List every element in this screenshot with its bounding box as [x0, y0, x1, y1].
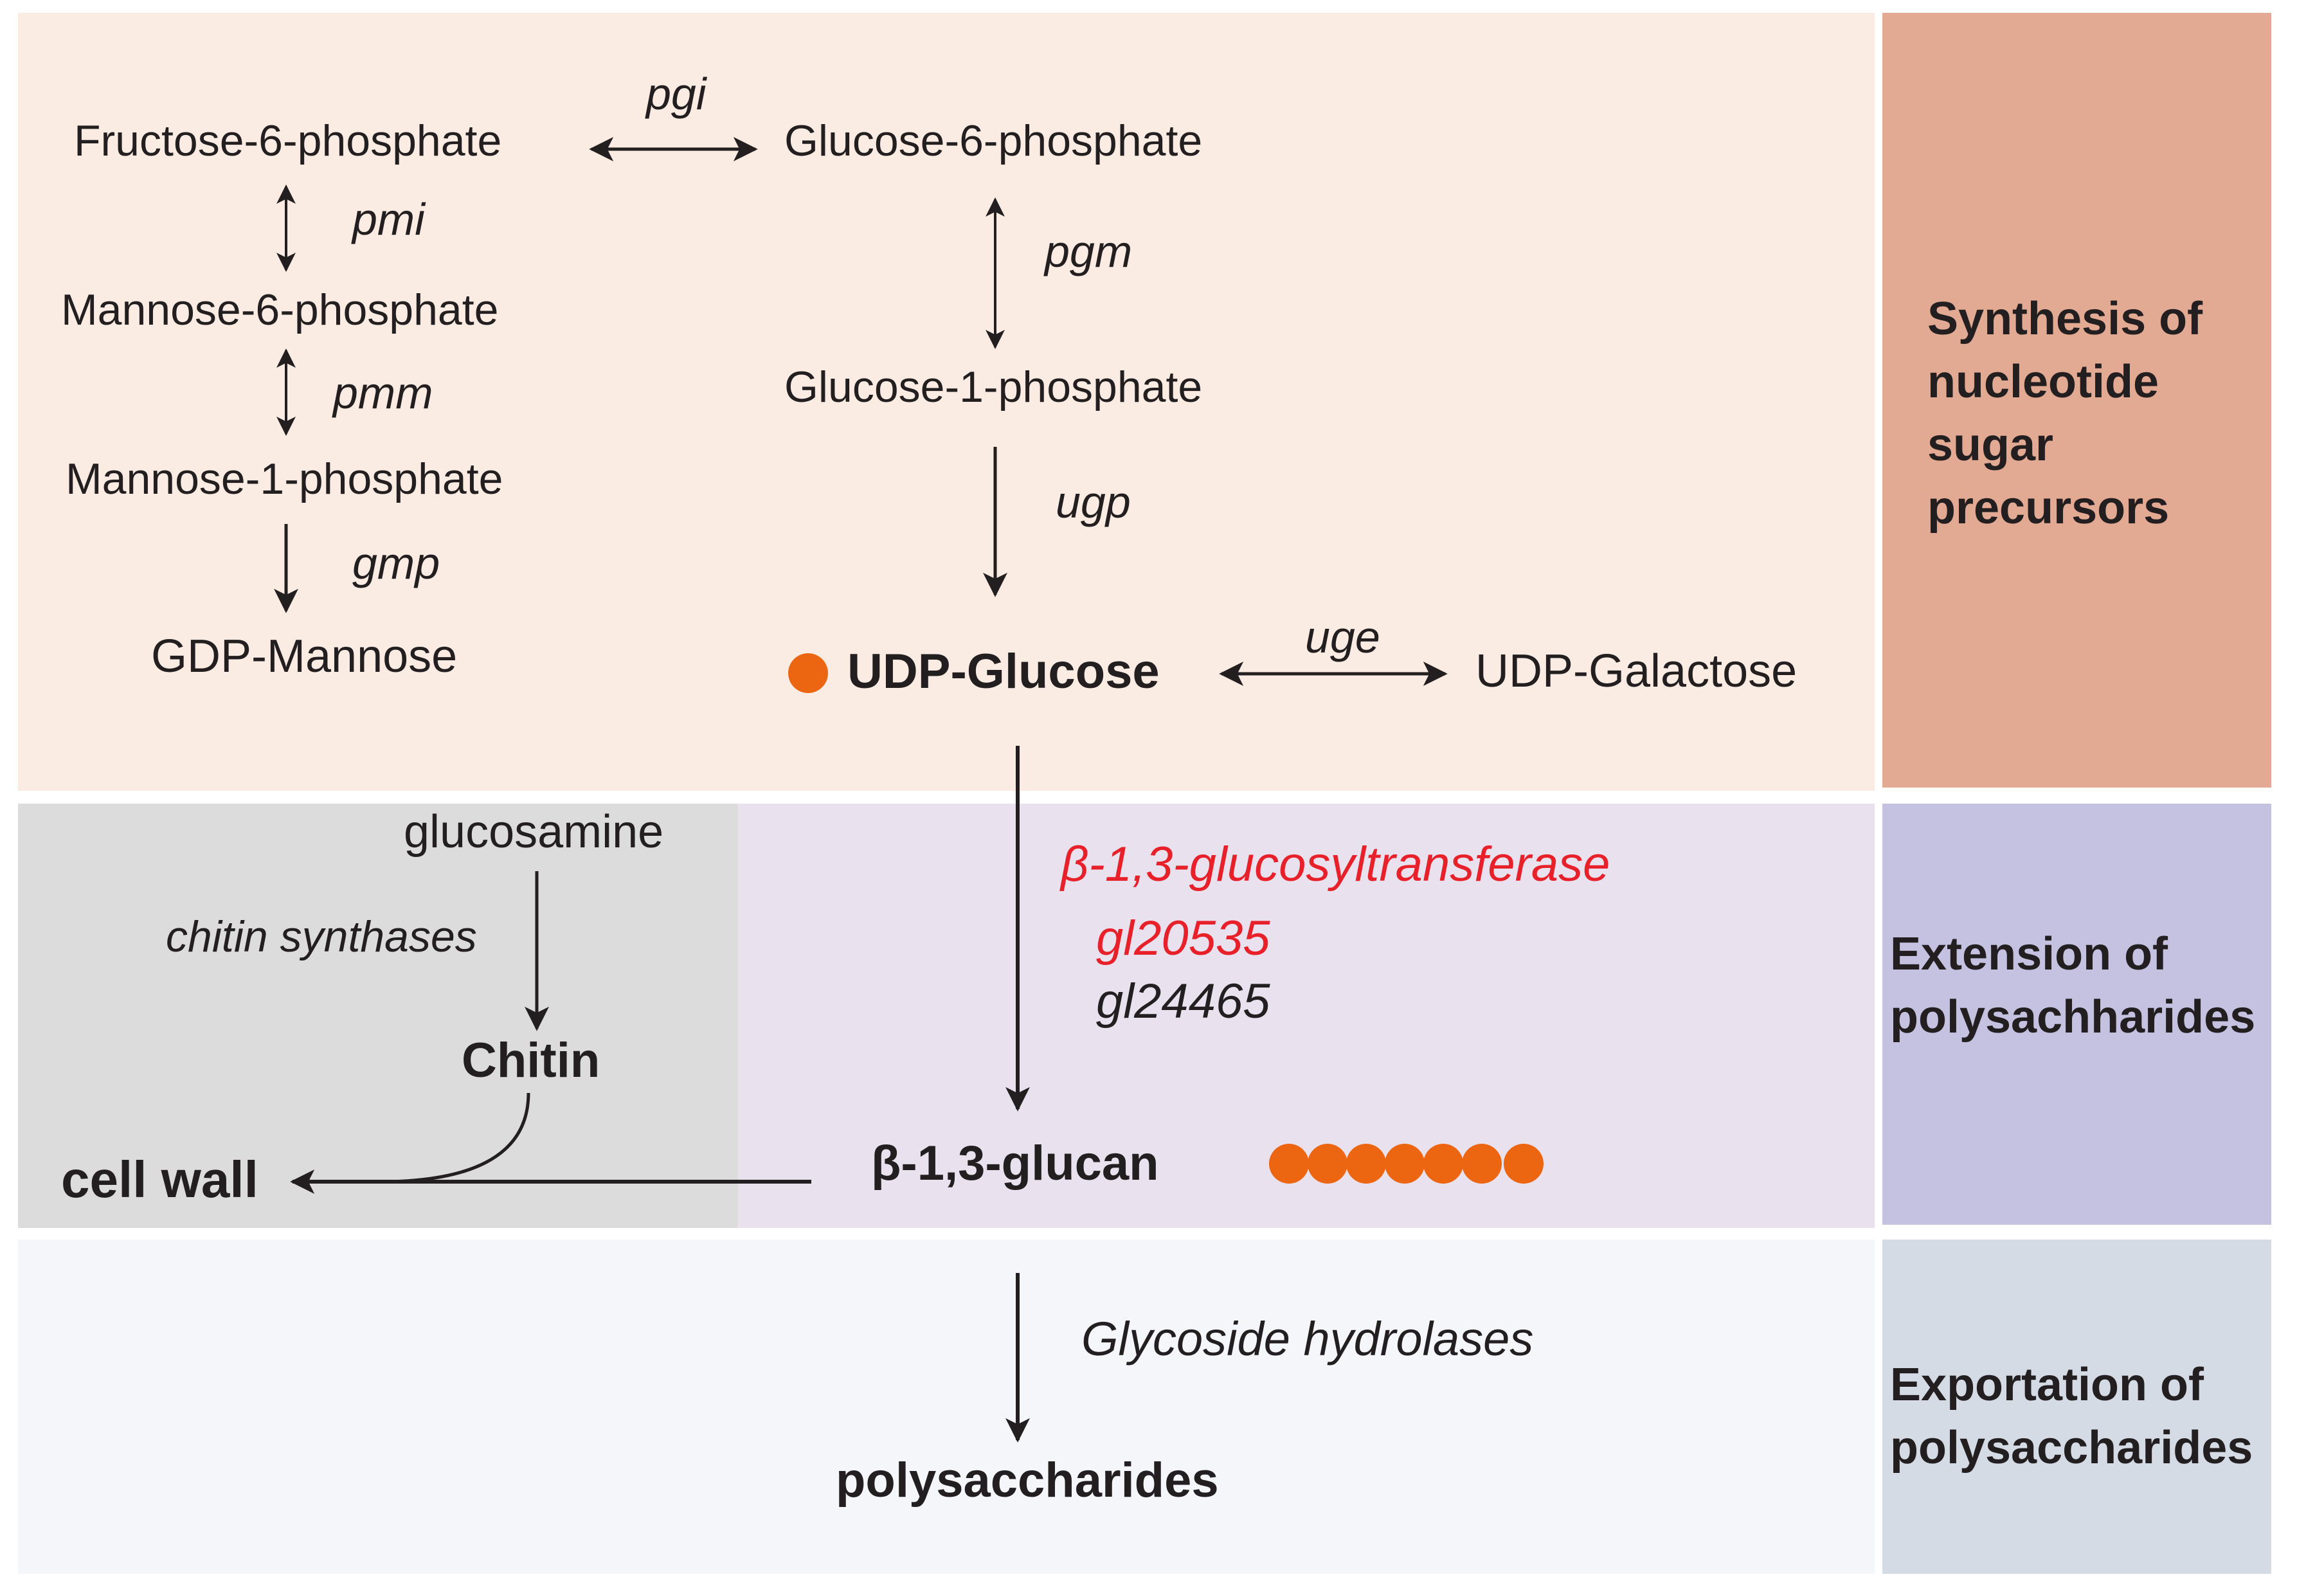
synthesis-panel: [18, 13, 1875, 791]
enzyme-ugp: ugp: [1056, 477, 1131, 527]
enzyme-pmi: pmi: [351, 194, 426, 244]
glucan-chain-icon: [1269, 1144, 1544, 1184]
gene-gl24465: gl24465: [1096, 974, 1270, 1029]
glucose-unit-icon: [1462, 1144, 1502, 1184]
node-glucose-6-phosphate: Glucose-6-phosphate: [784, 116, 1202, 165]
enzyme-pgm: pgm: [1043, 226, 1132, 276]
enzyme-gmp: gmp: [352, 538, 440, 588]
node-gdp-mannose: GDP-Mannose: [151, 631, 457, 682]
glucose-unit-icon: [1308, 1144, 1347, 1184]
synthesis-label-line: nucleotide: [1927, 356, 2159, 408]
node-udp-glucose: UDP-Glucose: [847, 644, 1160, 699]
exportation-panel: [18, 1240, 1875, 1574]
exportation-label-box: [1882, 1240, 2271, 1574]
node-chitin: Chitin: [462, 1033, 600, 1088]
extension-label-line: Extension of: [1890, 928, 2168, 980]
exportation-label: Exportation of polysaccharides: [1890, 1359, 2253, 1474]
glucose-unit-icon: [1269, 1144, 1309, 1184]
exportation-label-line: Exportation of: [1890, 1359, 2204, 1411]
glucose-unit-icon: [1504, 1144, 1544, 1184]
synthesis-label: Synthesis of nucleotide sugar precursors: [1927, 293, 2215, 534]
node-mannose-1-phosphate: Mannose-1-phosphate: [66, 455, 503, 503]
glucose-unit-icon: [1423, 1144, 1463, 1184]
node-udp-galactose: UDP-Galactose: [1475, 645, 1797, 697]
enzyme-glucosyltransferase: β-1,3-glucosyltransferase: [1059, 837, 1610, 892]
synthesis-label-box: [1882, 13, 2271, 788]
node-cell-wall: cell wall: [61, 1151, 258, 1208]
gene-gl20535: gl20535: [1096, 911, 1270, 966]
node-mannose-6-phosphate: Mannose-6-phosphate: [61, 285, 498, 334]
enzyme-pmm: pmm: [332, 368, 433, 418]
synthesis-label-line: precursors: [1927, 482, 2169, 534]
glucose-unit-icon: [1346, 1144, 1386, 1184]
synthesis-label-line: Synthesis of: [1927, 293, 2203, 345]
node-beta-glucan: β-1,3-glucan: [871, 1136, 1159, 1191]
extension-label: Extension of polysachharides: [1890, 928, 2255, 1043]
extension-label-box: [1882, 804, 2271, 1225]
node-glucosamine: glucosamine: [404, 806, 663, 858]
node-polysaccharides: polysaccharides: [836, 1453, 1219, 1508]
extension-label-line: polysachharides: [1890, 991, 2255, 1043]
node-fructose-6-phosphate: Fructose-6-phosphate: [74, 116, 501, 165]
enzyme-pgi: pgi: [645, 69, 708, 119]
enzyme-glycoside-hydrolases: Glycoside hydrolases: [1081, 1312, 1533, 1366]
exportation-label-line: polysaccharides: [1890, 1422, 2253, 1474]
synthesis-label-line: sugar: [1927, 419, 2053, 471]
enzyme-uge: uge: [1305, 612, 1380, 662]
node-glucose-1-phosphate: Glucose-1-phosphate: [784, 363, 1202, 411]
udp-glucose-marker-icon: [788, 653, 828, 693]
chitin-panel: [18, 804, 738, 1228]
enzyme-chitin-synthases: chitin synthases: [166, 912, 477, 961]
glucose-unit-icon: [1385, 1144, 1425, 1184]
